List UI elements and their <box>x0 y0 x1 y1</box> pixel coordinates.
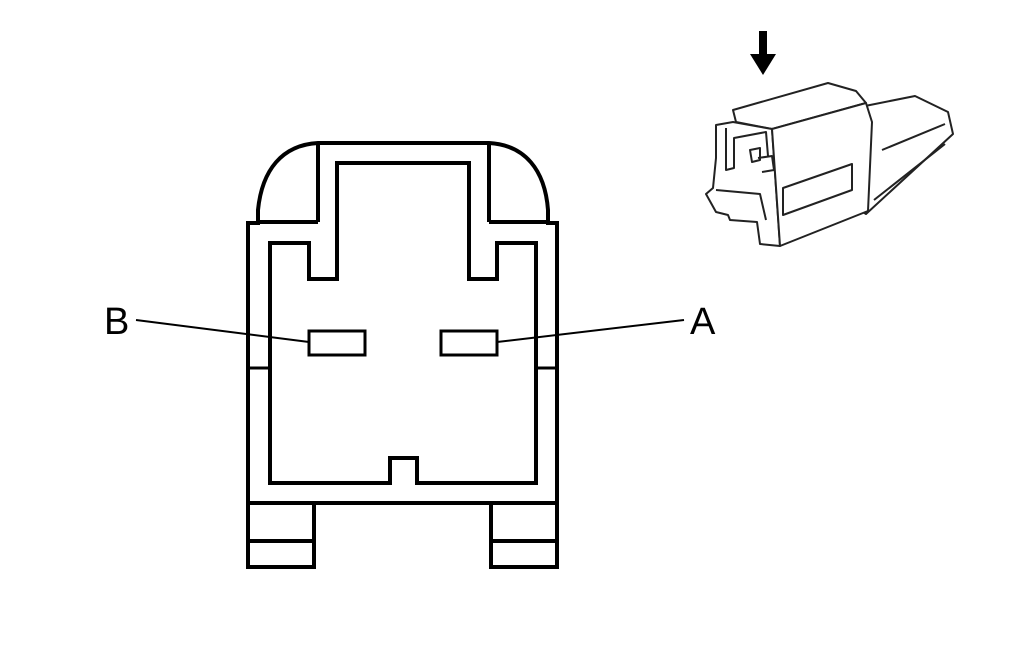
connector-right-foot <box>489 503 559 569</box>
leader-lines <box>135 319 685 343</box>
thumbnail-housing-front <box>705 121 781 247</box>
label-terminal-b: B <box>104 301 129 343</box>
terminal-a-pad <box>439 329 499 357</box>
thumbnail-latch-arm <box>859 95 954 215</box>
label-terminal-a: A <box>690 301 716 343</box>
connector-thumbnail <box>705 31 954 247</box>
thumbnail-front-details <box>715 128 775 221</box>
connector-front-view <box>246 141 559 569</box>
thumbnail-side-window <box>782 163 853 216</box>
connector-outer-body <box>246 141 559 567</box>
connector-lock-tab <box>258 143 548 224</box>
connector-inner-cavity <box>268 161 538 485</box>
connector-left-foot <box>246 503 316 569</box>
leader-line-b <box>135 319 310 343</box>
leader-line-a <box>496 319 685 343</box>
arrow-down-icon <box>750 31 776 75</box>
terminal-b-pad <box>307 329 367 357</box>
